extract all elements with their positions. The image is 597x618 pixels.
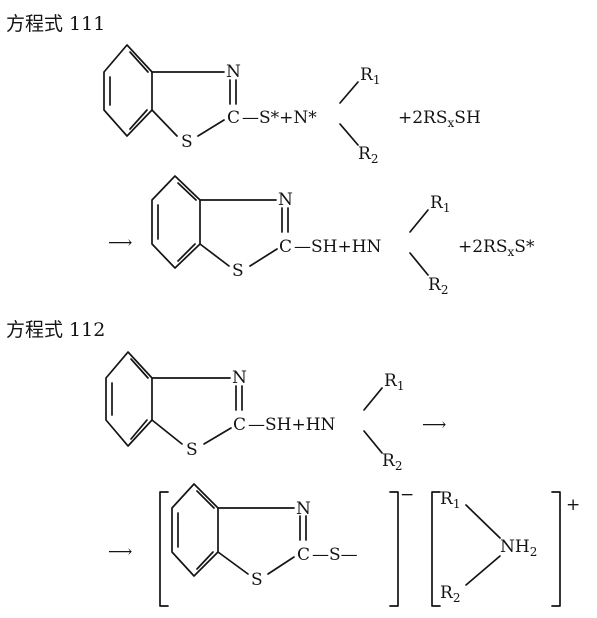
- benzene-inner-bond: [129, 51, 149, 73]
- r1-label: R1: [384, 371, 404, 393]
- ring-sulfur: S: [232, 261, 244, 281]
- r1-label: R1: [360, 65, 380, 87]
- ring-nitrogen: N: [232, 368, 247, 388]
- benzene-inner-bond: [130, 358, 149, 379]
- polysulfide-product: +2RSxS*: [458, 237, 535, 259]
- equation-111-label: 方程式 111: [6, 13, 105, 35]
- equation-112-label: 方程式 112: [6, 319, 105, 341]
- r1-label: R1: [430, 193, 450, 215]
- r2-label: R2: [440, 583, 460, 605]
- ring-nitrogen: N: [226, 62, 241, 82]
- thiolate-text: —S—: [312, 545, 358, 565]
- thiol-amine-text: —SH+HN: [248, 415, 336, 435]
- ammonium-nh2: NH2: [500, 537, 537, 559]
- ring-sulfur: S: [251, 570, 263, 590]
- benzene-ring: [171, 483, 219, 577]
- c-s-bond: [203, 427, 232, 445]
- cation-charge: +: [566, 495, 580, 515]
- reaction-arrow: ⟶: [108, 542, 132, 562]
- benzene-ring: [103, 44, 153, 137]
- r2-nh2-bond: [465, 555, 501, 586]
- polysulfide-reactant: +2RSxSH: [398, 108, 481, 130]
- n-r1-bond: [363, 387, 383, 411]
- anion-charge: −: [400, 485, 414, 505]
- cation-bracket-left: [431, 491, 441, 607]
- ring-nitrogen: N: [278, 190, 293, 210]
- s-ring-bond: [151, 109, 178, 137]
- benzothiazole-ring: N C S: [151, 175, 293, 281]
- n-r2-bond: [363, 430, 383, 454]
- r2-label: R2: [428, 275, 448, 297]
- c-s-bond: [249, 248, 278, 267]
- n-r1-bond: [409, 209, 429, 233]
- thiol-amine-text: —SH+HN: [294, 237, 382, 257]
- s-ring-bond: [199, 243, 230, 267]
- benzene-ring: [151, 175, 201, 269]
- reaction-arrow: ⟶: [422, 415, 446, 435]
- s-ring-bond: [151, 419, 183, 445]
- benzene-inner-bond: [177, 243, 196, 262]
- thiol-amine-text: —S*+N*: [242, 108, 317, 128]
- benzene-inner-bond: [130, 419, 148, 440]
- benzene-inner-bond: [129, 109, 148, 130]
- ring-carbon: C: [297, 545, 310, 565]
- ring-carbon: C: [233, 415, 246, 435]
- ring-sulfur: S: [186, 440, 198, 460]
- cation-bracket-right: [551, 491, 561, 607]
- s-ring-bond: [217, 551, 249, 575]
- ring-carbon: C: [227, 108, 240, 128]
- reaction-arrow: ⟶: [108, 233, 132, 253]
- c-s-bond: [197, 119, 225, 137]
- n-r2-bond: [409, 252, 429, 276]
- benzothiazole-ring: N C S: [171, 483, 311, 590]
- eq112-reactant: N C S —SH+HN R1 R2 ⟶: [105, 351, 446, 473]
- benzene-inner-bond: [177, 182, 197, 201]
- ring-nitrogen: N: [296, 499, 311, 519]
- r2-label: R2: [382, 451, 402, 473]
- benzothiazole-ring: N C S: [103, 44, 241, 152]
- benzene-ring: [105, 351, 153, 447]
- r1-label: R1: [440, 489, 460, 511]
- eq111-reactant: N C S —S*+N* R1 R2 +2RSxSH: [103, 44, 481, 166]
- eq112-product: ⟶ − N C S —S— + R1 NH2 R2: [108, 483, 580, 607]
- n-r1-bond: [339, 81, 359, 104]
- benzene-inner-bond: [196, 551, 214, 570]
- ring-carbon: C: [279, 237, 292, 257]
- anion-bracket-left: [159, 491, 169, 607]
- ring-sulfur: S: [181, 132, 193, 152]
- eq111-product: ⟶ N C S —SH+HN R1 R2 +2RSxS*: [108, 175, 535, 297]
- r1-nh2-bond: [465, 504, 501, 539]
- r2-label: R2: [358, 144, 378, 166]
- c-s-bond: [267, 556, 295, 575]
- benzene-inner-bond: [196, 490, 215, 509]
- anion-bracket-right: [389, 491, 399, 607]
- benzothiazole-ring: N C S: [105, 351, 247, 460]
- n-r2-bond: [339, 123, 359, 146]
